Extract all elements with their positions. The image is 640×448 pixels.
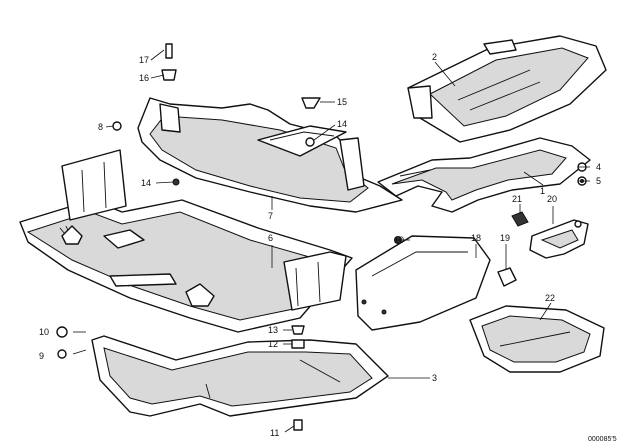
bracket bbox=[529, 219, 589, 259]
clip-nut bbox=[497, 267, 517, 287]
heat-shield bbox=[355, 235, 491, 331]
callout-4: 4 bbox=[596, 162, 601, 172]
callout-2: 2 bbox=[432, 52, 437, 62]
callout-21: 21 bbox=[512, 194, 522, 204]
underbody-panel bbox=[19, 149, 353, 333]
callout-19: 19 bbox=[500, 233, 510, 243]
callout-17: 17 bbox=[139, 55, 149, 65]
callout-20: 20 bbox=[547, 194, 557, 204]
callout-6: 6 bbox=[268, 233, 273, 243]
callout-5: 5 bbox=[596, 176, 601, 186]
callout-10-upper: 10 bbox=[394, 235, 404, 245]
clip bbox=[511, 211, 529, 227]
callout-11: 11 bbox=[270, 428, 279, 438]
callout-9: 9 bbox=[39, 351, 44, 361]
callout-14-left: 14 bbox=[141, 178, 151, 188]
diagram-code: 000085'5 bbox=[588, 436, 617, 443]
callout-12: 12 bbox=[268, 339, 278, 349]
tunnel-cover bbox=[407, 35, 607, 143]
washer-nut bbox=[577, 162, 587, 186]
fasteners bbox=[56, 43, 402, 431]
callout-7: 7 bbox=[268, 211, 273, 221]
callout-16: 16 bbox=[139, 73, 149, 83]
shield-plate bbox=[377, 137, 591, 213]
frame-brace bbox=[137, 97, 403, 213]
callout-labels: 17 16 8 14 15 14 2 7 6 1 4 5 21 20 10 18… bbox=[39, 52, 617, 443]
lower-cover bbox=[91, 335, 389, 417]
callout-10-lower: 10 bbox=[39, 327, 49, 337]
callout-14-upper: 14 bbox=[337, 119, 347, 129]
deflector bbox=[469, 305, 605, 373]
leader-lines bbox=[72, 49, 590, 433]
callout-8: 8 bbox=[98, 122, 103, 132]
callout-15: 15 bbox=[337, 97, 347, 107]
callout-18: 18 bbox=[471, 233, 481, 243]
bracket-plate bbox=[257, 125, 347, 157]
callout-3: 3 bbox=[432, 373, 437, 383]
callout-22: 22 bbox=[545, 293, 555, 303]
callout-1: 1 bbox=[540, 186, 545, 196]
callout-13: 13 bbox=[268, 325, 278, 335]
